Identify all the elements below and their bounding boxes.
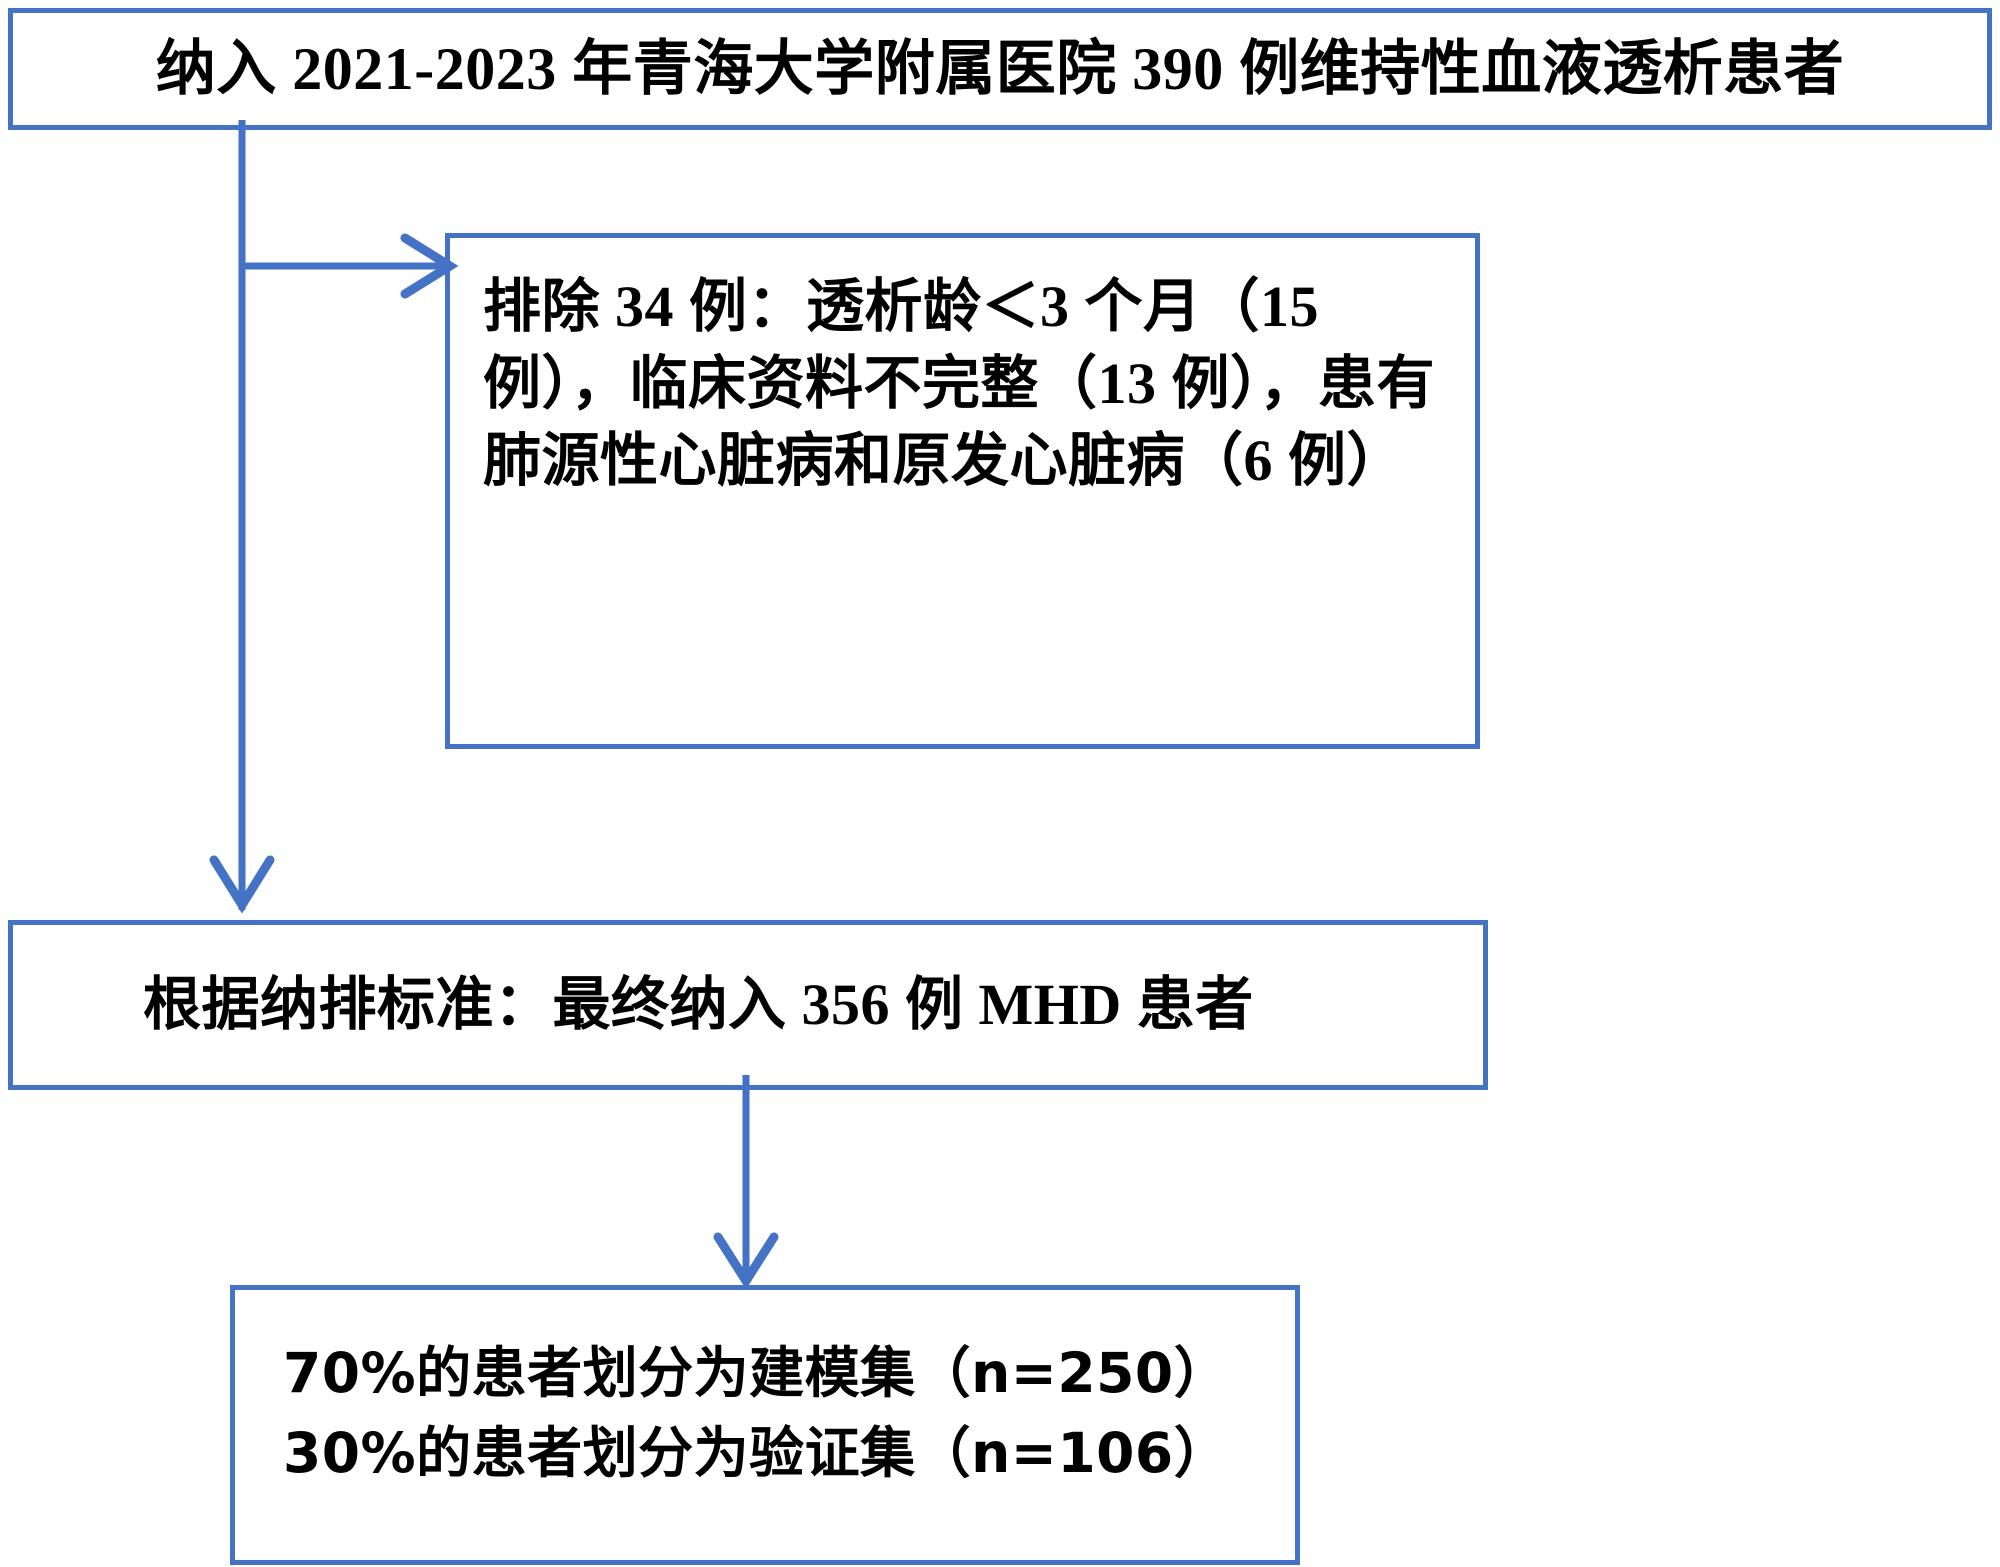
node-dataset-split-text: 70%的患者划分为建模集（n=250） 30%的患者划分为验证集（n=106） (235, 1290, 1295, 1494)
node-dataset-split-box: 70%的患者划分为建模集（n=250） 30%的患者划分为验证集（n=106） (230, 1285, 1300, 1565)
node-final-inclusion-label: 根据纳排标准：最终纳入 356 例 MHD 患者 (143, 972, 1254, 1038)
node-exclusion-label: 排除 34 例：透析龄＜3 个月（15 例），临床资料不完整（13 例），患有肺… (483, 274, 1436, 494)
node-dataset-split-line-training: 70%的患者划分为建模集（n=250） (283, 1341, 1230, 1405)
node-cohort-box: 纳入 2021-2023 年青海大学附属医院 390 例维持性血液透析患者 (8, 8, 1992, 130)
arrowhead-down-to-split-icon (713, 1232, 779, 1290)
node-dataset-split-line-validation: 30%的患者划分为验证集（n=106） (283, 1420, 1230, 1485)
node-cohort-label: 纳入 2021-2023 年青海大学附属医院 390 例维持性血液透析患者 (155, 35, 1845, 102)
node-final-inclusion-box: 根据纳排标准：最终纳入 356 例 MHD 患者 (8, 920, 1488, 1090)
node-exclusion-box: 排除 34 例：透析龄＜3 个月（15 例），临床资料不完整（13 例），患有肺… (445, 233, 1480, 749)
arrowhead-down-to-final-icon (209, 855, 275, 914)
arrowhead-right-to-exclusion-icon (400, 233, 459, 299)
connector-group-split (713, 1075, 779, 1290)
